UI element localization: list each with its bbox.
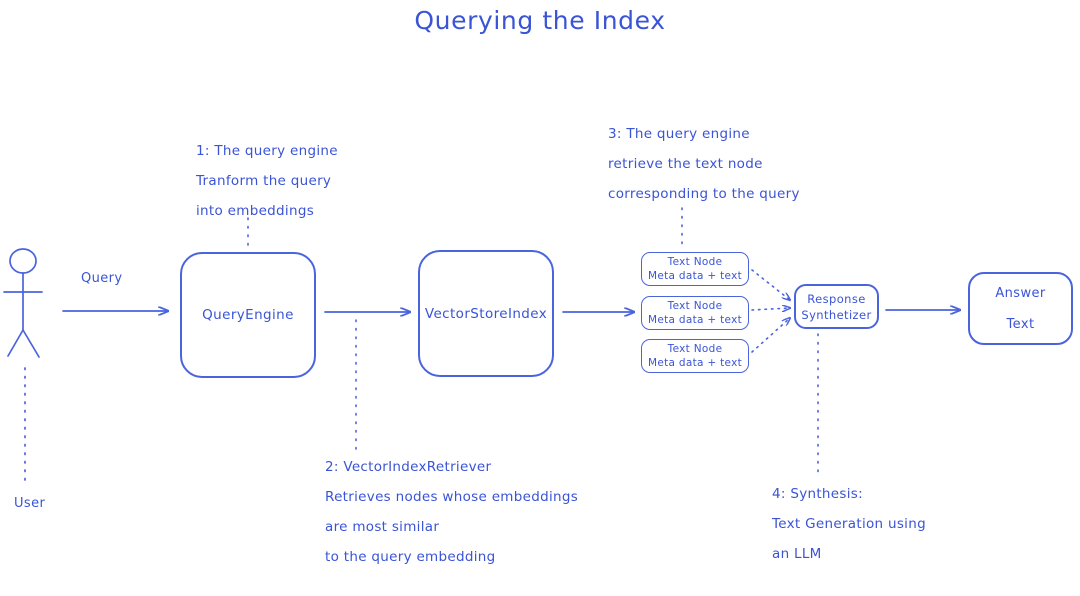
text-node-3-subtitle: Meta data + text: [647, 357, 743, 369]
text-node-box-1[interactable]: Text Node Meta data + text: [641, 252, 749, 286]
text-node-2-subtitle: Meta data + text: [647, 314, 743, 326]
node-vector-store-index-label: VectorStoreIndex: [424, 305, 548, 322]
annotation-step-4-line-1: 4: Synthesis:: [772, 486, 863, 502]
annotation-step-4-line-2: Text Generation using: [772, 516, 926, 532]
annotation-step-2-line-3: are most similar: [325, 519, 440, 535]
node-response-synthesizer-line1: Response: [807, 291, 866, 306]
text-node-1-title: Text Node: [667, 256, 723, 268]
edge-label-query: Query: [81, 271, 123, 286]
text-node-2-title: Text Node: [667, 300, 723, 312]
annotation-step-4: 4: Synthesis: Text Generation using an L…: [772, 479, 926, 569]
annotation-step-4-line-3: an LLM: [772, 546, 822, 562]
node-response-synthesizer-line2: Synthetizer: [801, 307, 872, 322]
page-title: Querying the Index: [414, 6, 666, 35]
node-answer-line1: Answer: [995, 285, 1046, 301]
node-answer-line2: Text: [1006, 316, 1035, 332]
node-answer[interactable]: Answer Text: [968, 272, 1073, 345]
node-query-engine-label: QueryEngine: [202, 307, 294, 323]
annotation-step-3-line-1: 3: The query engine: [608, 126, 750, 142]
annotation-step-2-line-2: Retrieves nodes whose embeddings: [325, 489, 579, 505]
actor-label: User: [14, 496, 46, 511]
node-vector-store-index[interactable]: VectorStoreIndex: [418, 250, 554, 377]
text-node-box-2[interactable]: Text Node Meta data + text: [641, 296, 749, 330]
annotation-step-2-line-4: to the query embedding: [325, 549, 496, 565]
text-node-1-subtitle: Meta data + text: [647, 270, 743, 282]
stick-figure-icon: [3, 248, 43, 358]
text-node-box-3[interactable]: Text Node Meta data + text: [641, 339, 749, 373]
annotation-step-1: 1: The query engine Tranform the query i…: [196, 136, 338, 226]
node-response-synthesizer[interactable]: Response Synthetizer: [794, 284, 879, 329]
annotation-step-3: 3: The query engine retrieve the text no…: [608, 119, 800, 209]
annotation-step-3-line-3: corresponding to the query: [608, 186, 800, 202]
annotation-step-1-line-1: 1: The query engine: [196, 143, 338, 159]
annotation-step-2: 2: VectorIndexRetriever Retrieves nodes …: [325, 452, 578, 572]
node-query-engine[interactable]: QueryEngine: [180, 252, 316, 378]
annotation-step-2-line-1: 2: VectorIndexRetriever: [325, 459, 492, 475]
text-node-3-title: Text Node: [667, 343, 723, 355]
annotation-step-1-line-2: Tranform the query: [196, 173, 332, 189]
annotation-step-3-line-2: retrieve the text node: [608, 156, 763, 172]
annotation-step-1-line-3: into embeddings: [196, 203, 315, 219]
